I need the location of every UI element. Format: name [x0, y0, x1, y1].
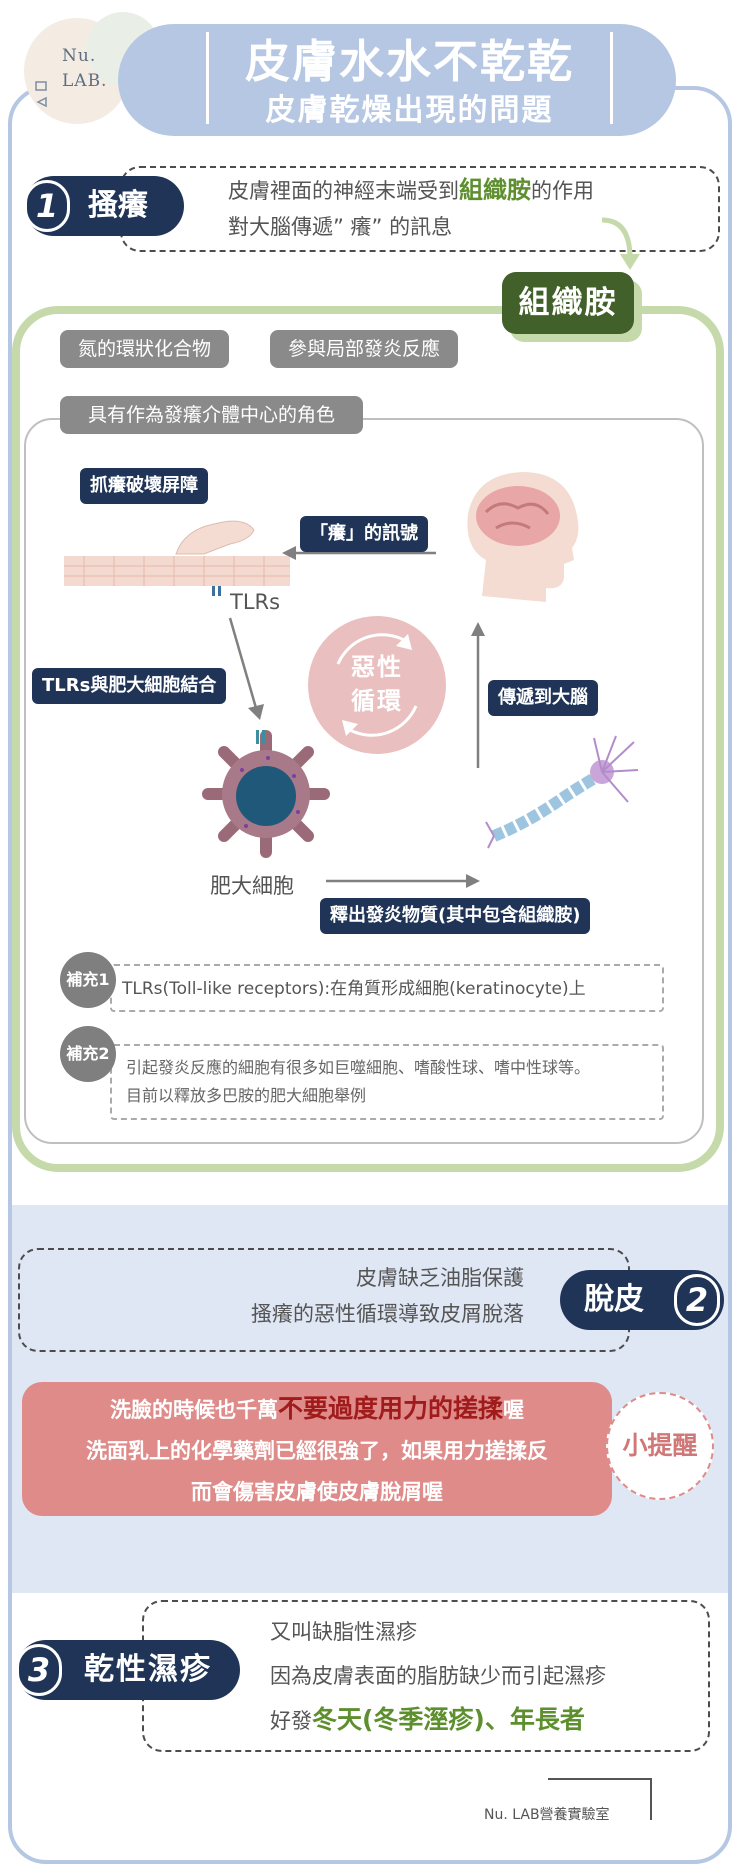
- curved-arrow-icon: [601, 217, 640, 270]
- itch-text-suffix: 的作用: [531, 179, 594, 203]
- title-banner: [118, 24, 676, 136]
- eczema-text-prefix: 好發: [270, 1709, 312, 1733]
- section-number: 3: [16, 1644, 62, 1696]
- arrow-up-icon: [471, 622, 485, 768]
- reminder-text-line3: 而會傷害皮膚使皮膚脫屑喔: [191, 1480, 443, 1504]
- brain-head-icon: [467, 472, 579, 602]
- note-2-text: 引起發炎反應的細胞有很多如巨噬細胞、嗜酸性球、嗜中性球等。 目前以釋放多巴胺的肥…: [126, 1054, 590, 1110]
- note-2-badge: 補充2: [60, 1026, 116, 1082]
- tlrs-label: TLRs: [230, 590, 281, 614]
- cycle-arrows-icon: [336, 633, 418, 737]
- page-subtitle: 皮膚乾燥出現的問題: [265, 93, 554, 128]
- section-label: 乾性濕疹: [84, 1652, 212, 1687]
- scratch-barrier-label: 抓癢破壞屏障: [80, 468, 208, 504]
- note-2-box: [110, 1044, 664, 1120]
- note-2-line1: 引起發炎反應的細胞有很多如巨噬細胞、嗜酸性球、嗜中性球等。: [126, 1058, 591, 1077]
- tlr-mast-binding-label: TLRs與肥大細胞結合: [32, 668, 227, 704]
- arrow-left-icon: [282, 546, 436, 560]
- reminder-text-prefix: 洗臉的時候也千萬: [109, 1398, 278, 1422]
- property-tag: 具有作為發癢介體中心的角色: [60, 396, 364, 434]
- section-label: 脫皮: [584, 1282, 644, 1317]
- property-tag: 參與局部發炎反應: [270, 330, 459, 368]
- vicious-cycle-circle: [308, 616, 446, 754]
- cycle-text-line1: 惡性: [351, 653, 403, 681]
- skin-scratch-icon: [64, 520, 290, 596]
- peeling-badge: 脫皮 2: [560, 1270, 724, 1330]
- eczema-text-separator: 、: [484, 1705, 510, 1734]
- reminder-text-line2: 洗面乳上的化學藥劑已經很強了，如果用力搓揉反: [86, 1439, 548, 1463]
- itch-signal-label: 「癢」的訊號: [300, 516, 428, 552]
- to-brain-label: 傳遞到大腦: [488, 680, 598, 716]
- eczema-badge: 3 乾性濕疹: [16, 1640, 240, 1700]
- logo-line-1: Nu.: [62, 46, 97, 66]
- note-1-badge: 補充1: [60, 952, 116, 1008]
- eczema-text-line1: 又叫缺脂性濕疹: [270, 1620, 417, 1644]
- reminder-text-highlight: 不要過度用力的搓揉: [277, 1394, 503, 1423]
- neuron-icon: [485, 735, 639, 849]
- footer-credit: Nu. LAB營養實驗室: [484, 1807, 610, 1823]
- histamine-tag: 組織胺: [502, 272, 634, 334]
- itch-text-prefix: 皮膚裡面的神經末端受到: [228, 179, 459, 203]
- reminder-box: [22, 1382, 612, 1516]
- footer-bracket: [548, 1778, 652, 1820]
- cycle-text-line2: 循環: [351, 687, 403, 715]
- arrow-down-icon: [228, 617, 264, 720]
- logo-decoration-icon: [35, 81, 47, 108]
- peeling-text-line2: 搔癢的惡性循環導致皮屑脫落: [251, 1302, 524, 1326]
- eczema-description: 又叫缺脂性濕疹 因為皮膚表面的脂肪缺少而引起濕疹 好發冬天(冬季溼疹)、年長者: [270, 1610, 606, 1743]
- logo: Nu. LAB.: [62, 44, 107, 94]
- peeling-text-line1: 皮膚缺乏油脂保護: [356, 1266, 524, 1290]
- mast-cell-icon: [202, 730, 330, 858]
- reminder-text-suffix: 喔: [503, 1398, 524, 1422]
- itch-text-highlight: 組織胺: [459, 176, 531, 204]
- eczema-text-line2: 因為皮膚表面的脂肪缺少而引起濕疹: [270, 1664, 606, 1688]
- itch-text-line2: 對大腦傳遞” 癢” 的訊息: [228, 215, 453, 239]
- logo-line-2: LAB.: [62, 71, 108, 91]
- cycle-diagram-frame: [24, 418, 704, 1144]
- note-1-text: TLRs(Toll-like receptors):在角質形成細胞(kerati…: [122, 979, 586, 999]
- release-inflammation-label: 釋出發炎物質(其中包含組織胺): [320, 898, 591, 934]
- itch-description: 皮膚裡面的神經末端受到組織胺的作用 對大腦傳遞” 癢” 的訊息: [228, 172, 594, 245]
- reminder-label: 小提醒: [606, 1392, 714, 1500]
- eczema-highlight-winter: 冬天(冬季溼疹): [312, 1705, 485, 1734]
- reminder-text: 洗臉的時候也千萬不要過度用力的搓揉喔 洗面乳上的化學藥劑已經很強了，如果用力搓揉…: [30, 1388, 604, 1513]
- property-tag: 氮的環狀化合物: [60, 330, 230, 368]
- peeling-description: 皮膚缺乏油脂保護 搔癢的惡性循環導致皮屑脫落: [140, 1260, 524, 1332]
- mast-cell-label: 肥大細胞: [210, 874, 294, 898]
- vicious-cycle-text: 惡性 循環: [308, 650, 446, 718]
- note-2-line2: 目前以釋放多巴胺的肥大細胞舉例: [126, 1086, 367, 1105]
- itch-badge: 1 搔癢: [24, 176, 184, 236]
- section-label: 搔癢: [88, 188, 148, 223]
- title-divider-left: [206, 32, 209, 124]
- section-number: 1: [24, 180, 70, 232]
- arrow-right-icon: [326, 874, 480, 888]
- histamine-panel: [12, 306, 724, 1172]
- title-divider-right: [610, 32, 613, 124]
- page-title: 皮膚水水不乾乾: [244, 35, 574, 88]
- eczema-highlight-elderly: 年長者: [509, 1705, 585, 1734]
- section-number: 2: [674, 1274, 720, 1326]
